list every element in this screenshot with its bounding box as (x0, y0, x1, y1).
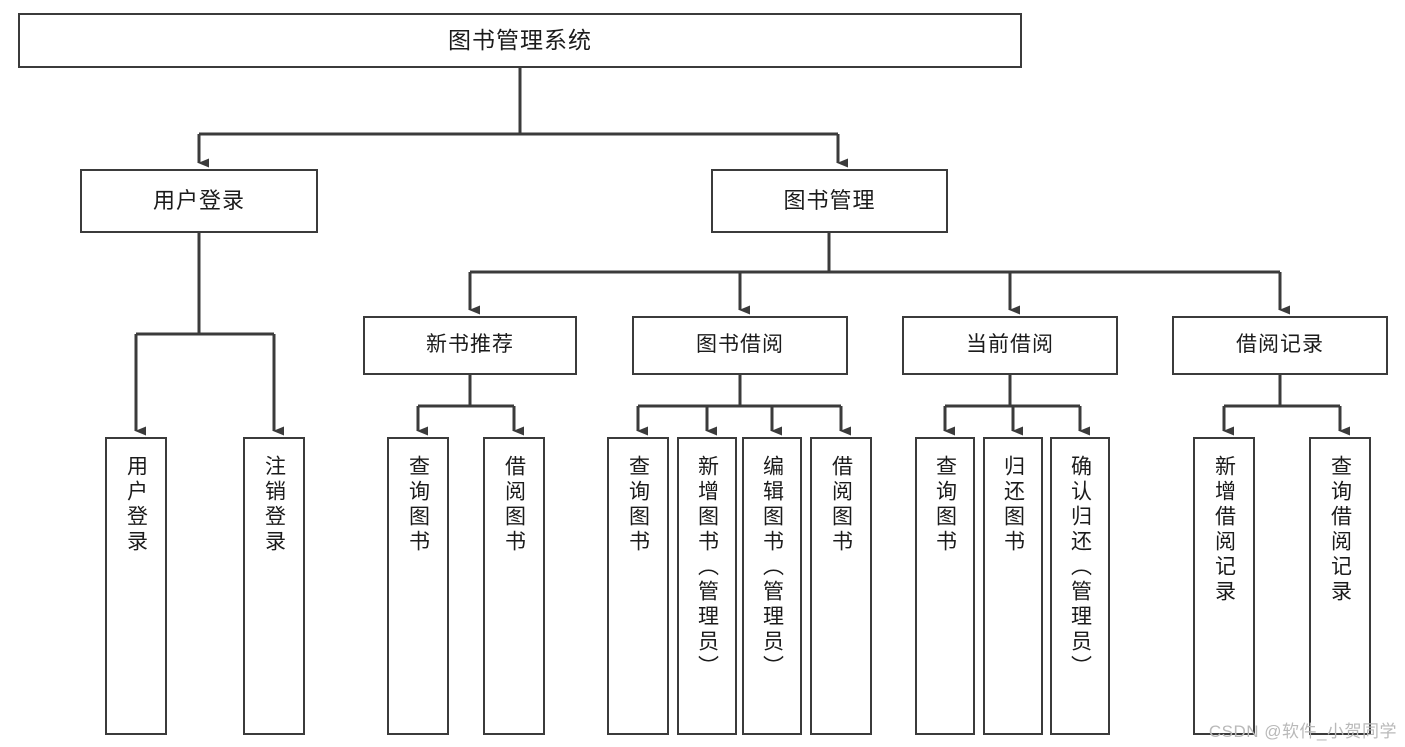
node-root-label: 图书管理系统 (448, 27, 592, 54)
node-book-borrow[interactable]: 图书借阅 (632, 316, 848, 375)
leaf-book-borrow-add-label: 新增图书（管理员） (695, 455, 719, 680)
leaf-current-borrow-confirm-label: 确认归还（管理员） (1068, 455, 1092, 680)
leaf-user-login-login-label: 用户登录 (124, 455, 148, 555)
leaf-current-borrow-query-label: 查询图书 (933, 455, 957, 555)
leaf-book-borrow-borrow[interactable]: 借阅图书 (810, 437, 872, 735)
leaf-current-borrow-confirm[interactable]: 确认归还（管理员） (1050, 437, 1110, 735)
leaf-user-login-logout[interactable]: 注销登录 (243, 437, 305, 735)
node-borrow-record-label: 借阅记录 (1236, 333, 1324, 357)
leaf-book-borrow-add[interactable]: 新增图书（管理员） (677, 437, 737, 735)
leaf-borrow-record-query-label: 查询借阅记录 (1328, 455, 1352, 605)
leaf-borrow-record-add-label: 新增借阅记录 (1212, 455, 1236, 605)
leaf-new-book-query[interactable]: 查询图书 (387, 437, 449, 735)
leaf-new-book-query-label: 查询图书 (406, 455, 430, 555)
leaf-new-book-borrow[interactable]: 借阅图书 (483, 437, 545, 735)
node-root[interactable]: 图书管理系统 (18, 13, 1022, 68)
leaf-book-borrow-query-label: 查询图书 (626, 455, 650, 555)
node-book-manage-label: 图书管理 (783, 188, 876, 214)
node-current-borrow[interactable]: 当前借阅 (902, 316, 1118, 375)
leaf-book-borrow-query[interactable]: 查询图书 (607, 437, 669, 735)
leaf-new-book-borrow-label: 借阅图书 (502, 455, 526, 555)
node-user-login[interactable]: 用户登录 (80, 169, 318, 233)
leaf-book-borrow-edit[interactable]: 编辑图书（管理员） (742, 437, 802, 735)
node-book-manage[interactable]: 图书管理 (711, 169, 948, 233)
node-new-book[interactable]: 新书推荐 (363, 316, 577, 375)
leaf-current-borrow-return-label: 归还图书 (1001, 455, 1025, 555)
leaf-borrow-record-query[interactable]: 查询借阅记录 (1309, 437, 1371, 735)
node-user-login-label: 用户登录 (152, 188, 245, 214)
leaf-borrow-record-add[interactable]: 新增借阅记录 (1193, 437, 1255, 735)
leaf-user-login-logout-label: 注销登录 (262, 455, 286, 555)
node-book-borrow-label: 图书借阅 (696, 333, 784, 357)
leaf-book-borrow-borrow-label: 借阅图书 (829, 455, 853, 555)
node-current-borrow-label: 当前借阅 (966, 333, 1054, 357)
leaf-current-borrow-return[interactable]: 归还图书 (983, 437, 1043, 735)
leaf-book-borrow-edit-label: 编辑图书（管理员） (760, 455, 784, 680)
leaf-current-borrow-query[interactable]: 查询图书 (915, 437, 975, 735)
csdn-watermark: CSDN @软件_小贺同学 (1208, 722, 1397, 741)
node-new-book-label: 新书推荐 (426, 333, 514, 357)
leaf-user-login-login[interactable]: 用户登录 (105, 437, 167, 735)
node-borrow-record[interactable]: 借阅记录 (1172, 316, 1388, 375)
